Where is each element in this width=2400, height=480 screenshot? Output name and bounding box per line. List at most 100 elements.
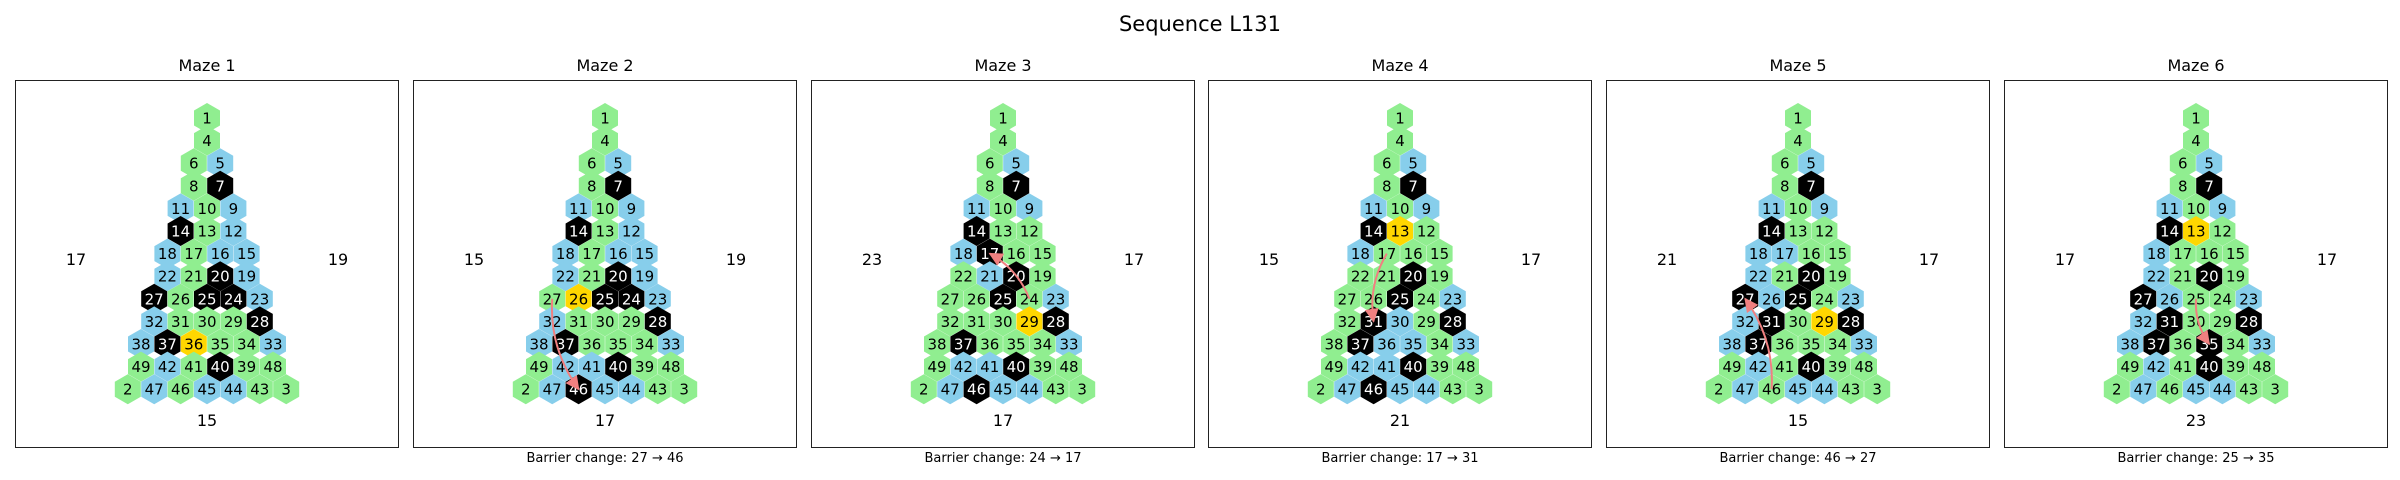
hex-cell-19: 19: [631, 261, 658, 292]
hex-cell-1: 1: [1785, 103, 1811, 133]
svg-text:28: 28: [648, 313, 667, 331]
hex-cell-37: 37: [950, 329, 977, 359]
hex-cell-34: 34: [1029, 329, 1056, 359]
svg-text:35: 35: [1802, 336, 1821, 354]
svg-text:30: 30: [993, 313, 1012, 331]
hex-cell-5: 5: [1798, 148, 1825, 179]
hex-cell-19: 19: [1426, 261, 1453, 292]
svg-text:29: 29: [2213, 313, 2232, 331]
hex-cell-16: 16: [2196, 238, 2223, 269]
hex-cell-1: 1: [592, 103, 618, 133]
svg-text:7: 7: [2204, 177, 2214, 195]
hex-cell-26: 26: [1758, 283, 1785, 314]
svg-text:36: 36: [980, 336, 999, 354]
svg-text:20: 20: [211, 268, 230, 286]
hex-cell-48: 48: [1056, 351, 1082, 382]
svg-text:22: 22: [2147, 268, 2166, 286]
right-value: 19: [726, 250, 746, 269]
barrier-change-caption: Barrier change: 25 → 35: [2117, 451, 2275, 466]
hex-cell-14: 14: [963, 216, 990, 246]
svg-text:35: 35: [609, 336, 628, 354]
svg-text:19: 19: [237, 268, 256, 286]
hex-cell-9: 9: [1016, 193, 1043, 224]
svg-text:45: 45: [595, 381, 614, 399]
hex-cell-33: 33: [260, 329, 286, 359]
hex-cell-32: 32: [141, 306, 168, 337]
svg-text:4: 4: [202, 132, 212, 150]
hex-cell-18: 18: [154, 238, 181, 269]
hex-cell-3: 3: [1466, 374, 1493, 405]
hex-cell-34: 34: [233, 329, 260, 359]
svg-text:20: 20: [1404, 268, 1423, 286]
hex-cell-15: 15: [631, 238, 658, 269]
svg-text:41: 41: [582, 358, 601, 376]
svg-text:40: 40: [1802, 358, 1821, 376]
svg-text:45: 45: [993, 381, 1012, 399]
hex-cell-4: 4: [592, 125, 618, 156]
maze-title: Maze 3: [974, 56, 1032, 75]
hex-cell-29: 29: [1811, 306, 1838, 337]
barrier-change-caption: Barrier change: 17 → 31: [1321, 451, 1479, 466]
hex-cell-26: 26: [167, 283, 194, 314]
svg-text:39: 39: [2226, 358, 2245, 376]
svg-text:33: 33: [1456, 336, 1475, 354]
svg-text:13: 13: [993, 223, 1012, 241]
barrier-change-arrow: [988, 252, 1031, 300]
svg-text:12: 12: [224, 223, 243, 241]
hex-cell-28: 28: [2235, 306, 2262, 337]
hex-cell-14: 14: [2156, 216, 2183, 246]
svg-text:24: 24: [2213, 290, 2232, 308]
svg-text:47: 47: [1338, 381, 1357, 399]
svg-text:8: 8: [2178, 177, 2188, 195]
hex-cell-6: 6: [976, 148, 1003, 179]
hex-cell-43: 43: [1837, 374, 1864, 405]
hex-cell-19: 19: [1824, 261, 1851, 292]
svg-text:38: 38: [529, 336, 548, 354]
hex-cell-41: 41: [578, 351, 605, 382]
svg-text:45: 45: [1788, 381, 1807, 399]
left-value: 15: [464, 250, 484, 269]
svg-text:34: 34: [1828, 336, 1847, 354]
hex-cell-43: 43: [2235, 374, 2262, 405]
svg-text:5: 5: [1011, 155, 1021, 173]
hex-cell-8: 8: [2169, 170, 2196, 201]
svg-text:37: 37: [158, 336, 177, 354]
svg-text:29: 29: [622, 313, 641, 331]
hex-cell-4: 4: [194, 125, 220, 156]
hex-cell-22: 22: [552, 261, 579, 292]
bottom-value: 17: [993, 411, 1013, 430]
hex-cell-44: 44: [1016, 374, 1043, 405]
hex-cell-14: 14: [565, 216, 592, 246]
svg-text:1: 1: [202, 110, 212, 128]
hex-cell-42: 42: [1347, 351, 1374, 382]
svg-text:32: 32: [1736, 313, 1755, 331]
hex-cell-28: 28: [1042, 306, 1069, 337]
svg-text:9: 9: [1820, 200, 1830, 218]
svg-text:36: 36: [582, 336, 601, 354]
hex-cell-47: 47: [1732, 374, 1759, 405]
svg-text:29: 29: [1020, 313, 1039, 331]
hex-cell-20: 20: [1798, 261, 1825, 292]
left-value: 17: [2055, 250, 2075, 269]
hex-cell-32: 32: [1732, 306, 1759, 337]
svg-text:4: 4: [2191, 132, 2201, 150]
svg-text:26: 26: [1762, 290, 1781, 308]
svg-text:49: 49: [2120, 358, 2139, 376]
hex-cell-37: 37: [1347, 329, 1374, 359]
svg-text:34: 34: [1430, 336, 1449, 354]
hex-cell-20: 20: [207, 261, 234, 292]
hex-cell-14: 14: [1360, 216, 1387, 246]
hex-cell-49: 49: [128, 351, 154, 382]
hex-cell-10: 10: [990, 193, 1016, 224]
svg-text:27: 27: [145, 290, 164, 308]
hex-cell-26: 26: [565, 283, 592, 314]
hex-cell-8: 8: [1373, 170, 1400, 201]
hex-cell-33: 33: [1453, 329, 1479, 359]
hex-cell-18: 18: [950, 238, 977, 269]
hex-cell-28: 28: [1439, 306, 1466, 337]
svg-text:36: 36: [184, 336, 203, 354]
